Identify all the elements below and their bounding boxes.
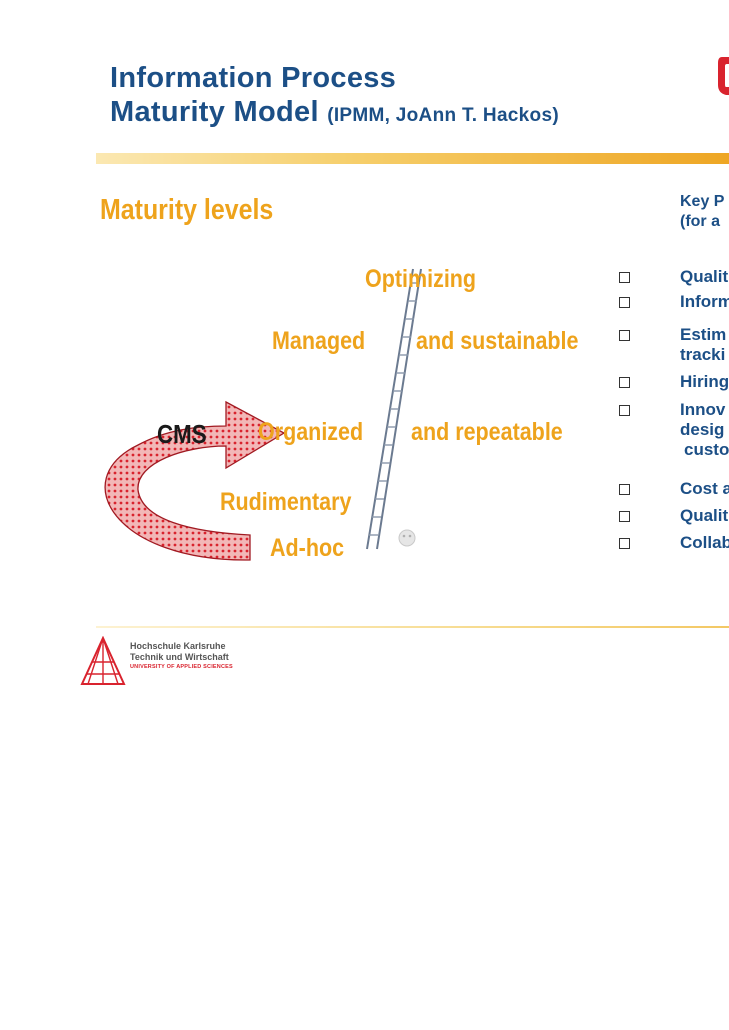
slide-title-main: Maturity Model bbox=[110, 96, 319, 128]
level-organized-suffix: and repeatable bbox=[411, 418, 563, 446]
level-organized: Organized bbox=[258, 418, 363, 446]
level-managed-suffix: and sustainable bbox=[416, 327, 578, 355]
level-optimizing: Optimizing bbox=[365, 265, 476, 293]
level-rudimentary: Rudimentary bbox=[220, 488, 351, 516]
level-adhoc: Ad-hoc bbox=[270, 534, 344, 562]
key-item-6: Cost a bbox=[680, 479, 729, 499]
key-item-7: Qualit bbox=[680, 506, 728, 526]
square-bullet-icon bbox=[619, 330, 630, 341]
key-item-5-line1: Innov bbox=[680, 400, 725, 420]
square-bullet-icon bbox=[619, 272, 630, 283]
footer-divider bbox=[96, 626, 729, 628]
key-item-5-line3: custo bbox=[684, 440, 729, 460]
slide-title-line1: Information Process bbox=[110, 63, 396, 93]
header-divider bbox=[96, 153, 729, 164]
figure-icon bbox=[397, 528, 417, 548]
square-bullet-icon bbox=[619, 405, 630, 416]
key-item-8: Collab bbox=[680, 533, 729, 553]
key-panel-heading-line2: (for a bbox=[680, 213, 720, 231]
level-managed: Managed bbox=[272, 327, 365, 355]
square-bullet-icon bbox=[619, 538, 630, 549]
footer-logo-line1: Hochschule Karlsruhe bbox=[130, 641, 226, 651]
key-item-4: Hiring bbox=[680, 372, 729, 392]
square-bullet-icon bbox=[619, 377, 630, 388]
slide-title-line2: Maturity Model (IPMM, JoAnn T. Hackos) bbox=[110, 97, 559, 131]
maturity-levels-heading: Maturity levels bbox=[100, 194, 273, 227]
university-logo-icon bbox=[716, 55, 729, 97]
footer-logo-line2: Technik und Wirtschaft bbox=[130, 652, 229, 662]
triangle-logo-icon bbox=[80, 636, 126, 688]
slide-title-subtitle: (IPMM, JoAnn T. Hackos) bbox=[327, 105, 559, 126]
key-item-3-line1: Estim bbox=[680, 325, 726, 345]
key-item-5-line2: desig bbox=[680, 420, 724, 440]
square-bullet-icon bbox=[619, 484, 630, 495]
square-bullet-icon bbox=[619, 511, 630, 522]
cms-label: CMS bbox=[157, 419, 207, 450]
key-item-3-line2: tracki bbox=[680, 345, 725, 365]
key-panel-heading-line1: Key P bbox=[680, 193, 724, 211]
key-item-2: Inform bbox=[680, 292, 729, 312]
footer-logo-line3: UNIVERSITY OF APPLIED SCIENCES bbox=[130, 664, 233, 670]
key-item-1: Qualit bbox=[680, 267, 728, 287]
ladder-icon bbox=[355, 265, 435, 555]
square-bullet-icon bbox=[619, 297, 630, 308]
